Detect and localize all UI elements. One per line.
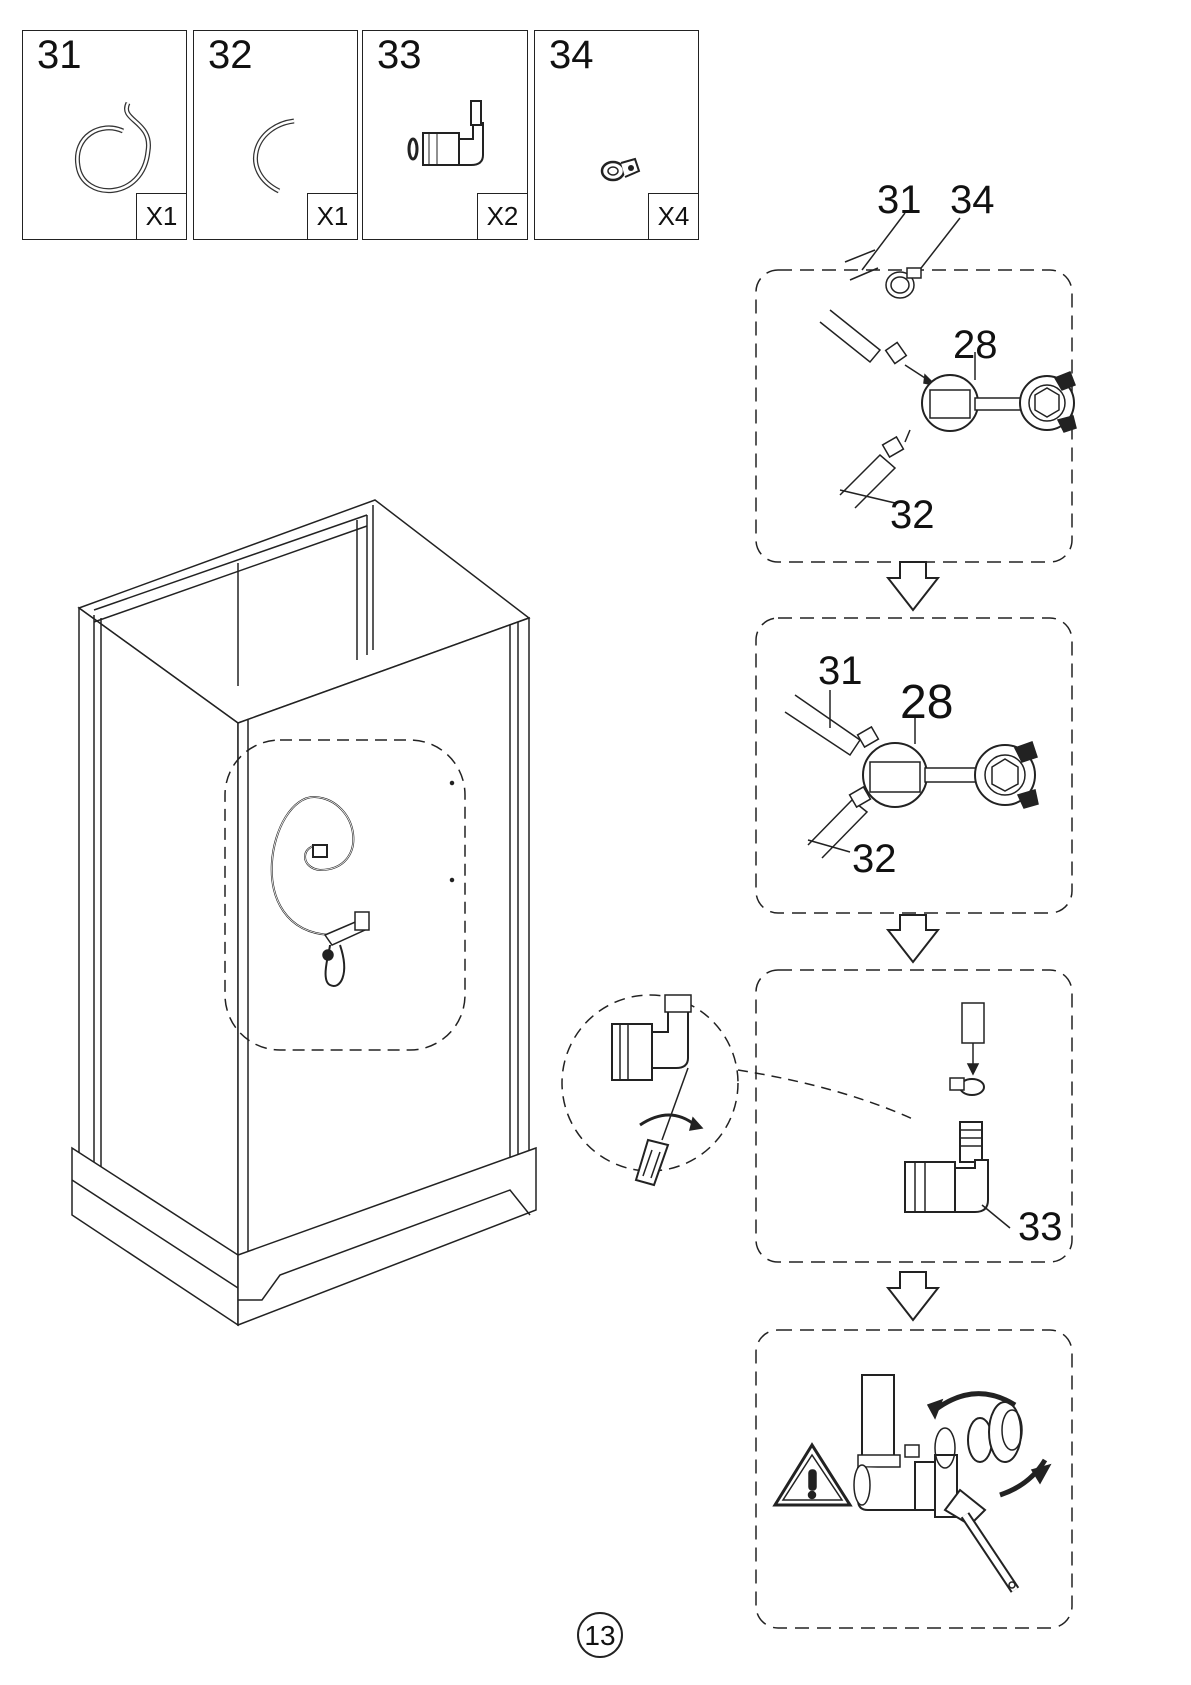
- step2-label-32: 32: [852, 837, 897, 881]
- step-2-panel: [756, 618, 1072, 913]
- step-4-panel: [756, 1330, 1072, 1628]
- down-arrow-icon: [888, 562, 938, 610]
- step1-label-32: 32: [890, 493, 935, 537]
- page-number: 13: [584, 1620, 615, 1651]
- screwdriver-detail-drawing: [562, 995, 915, 1185]
- step1-label-31: 31: [877, 178, 922, 222]
- step2-label-28: 28: [900, 676, 953, 729]
- step2-label-31: 31: [818, 649, 863, 693]
- step3-label-33: 33: [1018, 1205, 1063, 1249]
- step1-label-34: 34: [950, 178, 995, 222]
- step1-label-28: 28: [953, 323, 998, 367]
- shower-cabin-drawing: [72, 500, 536, 1325]
- down-arrow-icon: [888, 1272, 938, 1320]
- down-arrow-icon: [888, 915, 938, 962]
